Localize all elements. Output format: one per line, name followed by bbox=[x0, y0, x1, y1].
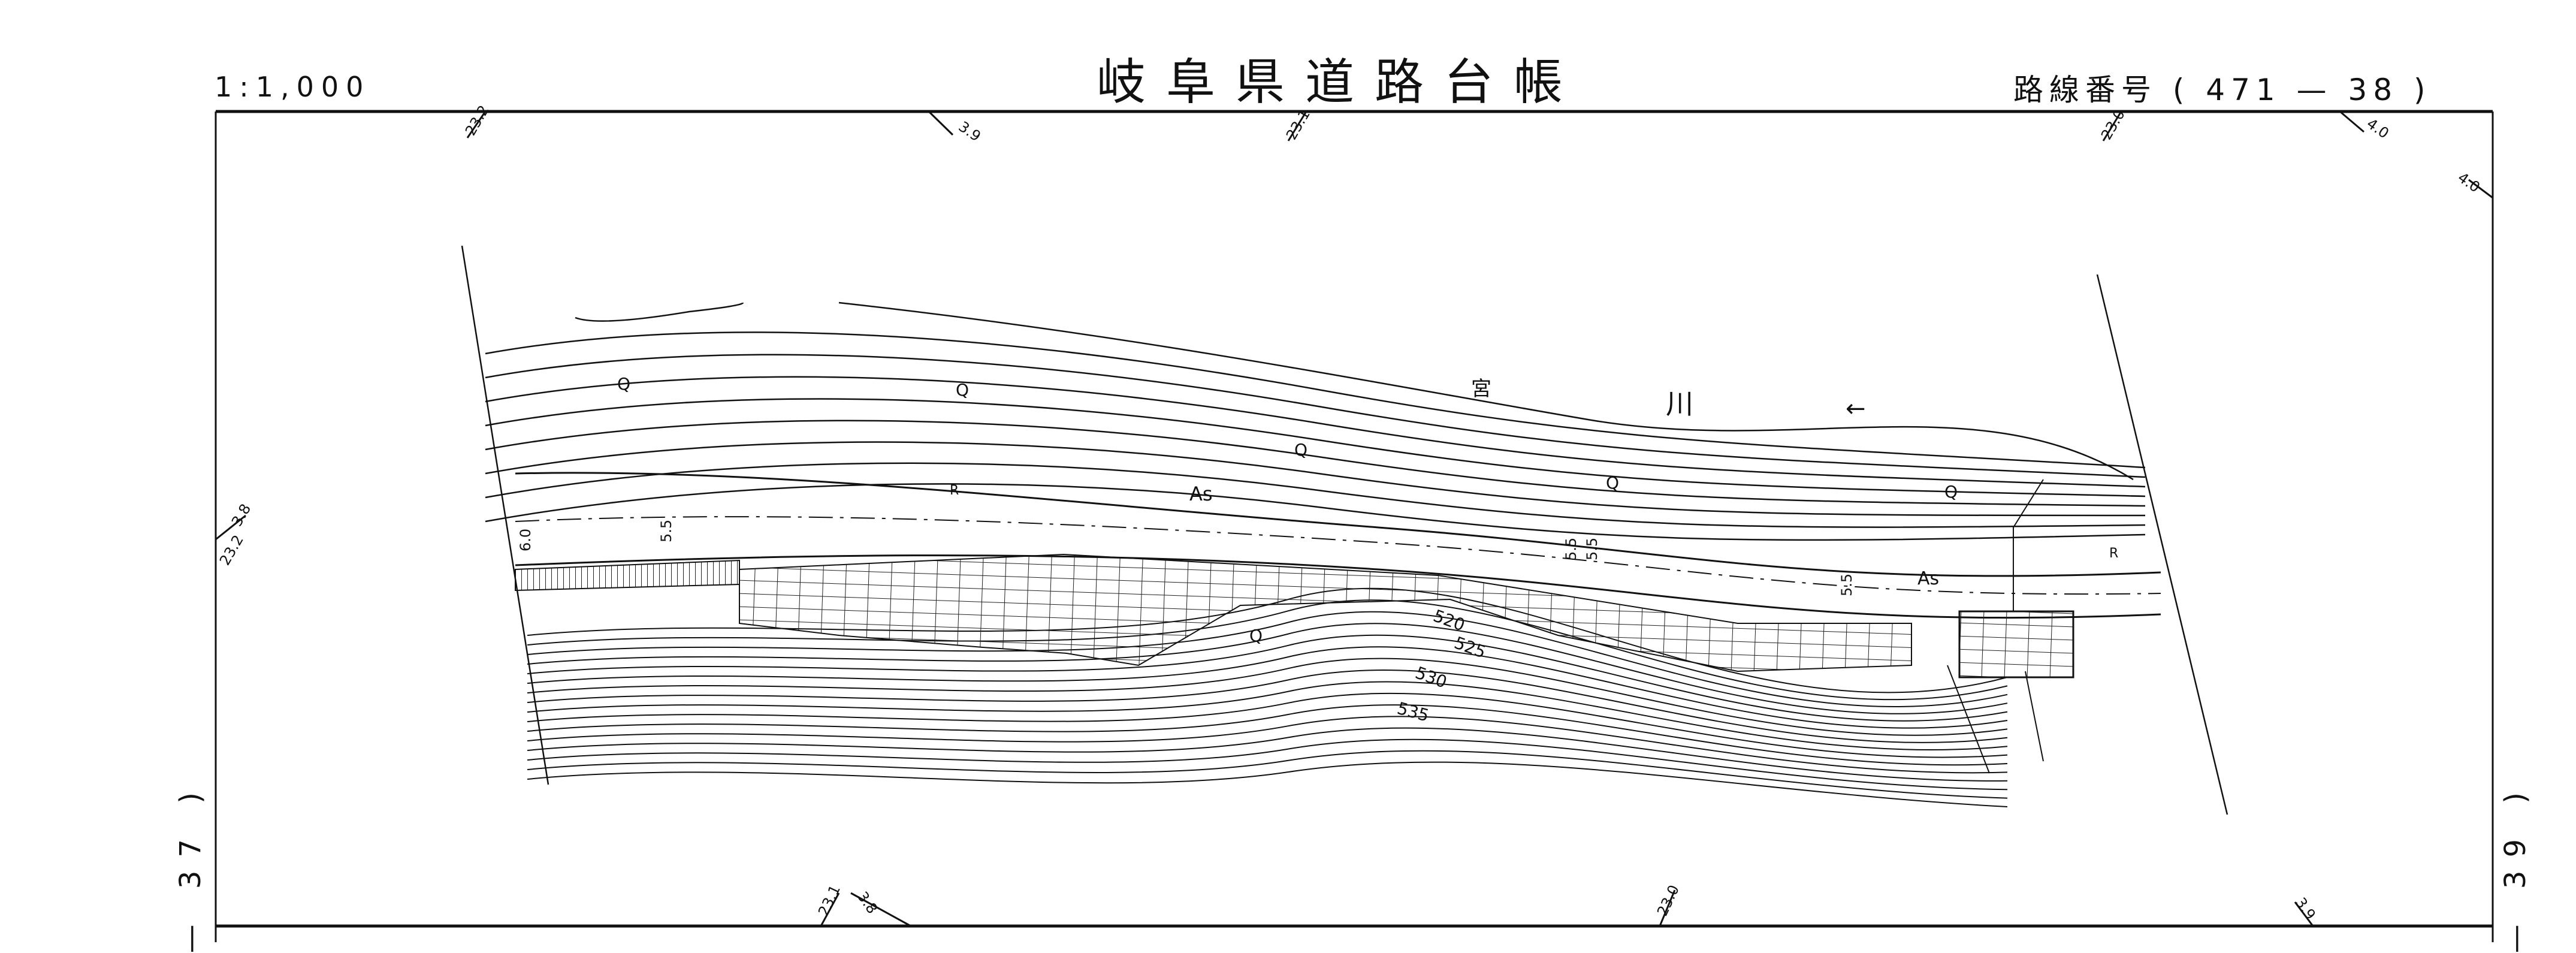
border-ticks bbox=[215, 110, 2493, 927]
slope-contours bbox=[527, 587, 2008, 807]
tick-top-2: 3.9 bbox=[956, 118, 984, 145]
label-r: R bbox=[950, 483, 959, 498]
river-contour-line bbox=[485, 483, 2146, 541]
label-q: Q bbox=[1944, 482, 1958, 502]
tick-left-2: 3.8 bbox=[228, 501, 254, 529]
slope-contour-line bbox=[527, 599, 2008, 701]
width-label: 5.5 bbox=[658, 520, 675, 542]
map-labels: 宮 川 ← Q Q Q Q Q Q As As R R 5.5 5.5 5.5 … bbox=[517, 374, 2118, 726]
slope-contour-line bbox=[527, 750, 2008, 799]
slope-contour-line bbox=[527, 646, 2008, 729]
river-contour-line bbox=[575, 301, 744, 322]
river-name-2: 川 bbox=[1666, 388, 1693, 420]
route-number-value: ( 471 — 38 ) bbox=[2172, 73, 2432, 107]
river-contour-line bbox=[485, 376, 2146, 488]
slope-contour-line bbox=[527, 761, 2008, 807]
tick-top-5: 4.0 bbox=[2364, 115, 2392, 142]
tick-bottom-4: 3.9 bbox=[2292, 894, 2319, 922]
label-r: R bbox=[2109, 546, 2118, 561]
width-label: 5.5 bbox=[1563, 538, 1580, 560]
tick-left-1: 23.2 bbox=[216, 532, 247, 568]
sheet-frame bbox=[215, 110, 2494, 942]
map-scale: 1:1,000 bbox=[215, 71, 371, 103]
contour-label: 535 bbox=[1395, 698, 1431, 726]
slope-contour-line bbox=[527, 727, 2008, 782]
slope-contour-line bbox=[527, 669, 2008, 743]
road-edge-hatch bbox=[515, 559, 740, 592]
label-q: Q bbox=[956, 380, 969, 400]
sheet-boundary-lines bbox=[461, 245, 2228, 815]
width-label: 6.0 bbox=[517, 529, 534, 551]
page-title: 岐阜県道路台帳 bbox=[1097, 54, 1584, 111]
route-number: 路線番号 ( 471 — 38 ) bbox=[2013, 66, 2432, 109]
border-tick-labels: 23.2 3.9 23.1 23.0 4.0 4.0 23.2 3.8 23.1… bbox=[216, 102, 2483, 923]
tick-bottom-2: 3.8 bbox=[854, 888, 881, 916]
contour-label: 525 bbox=[1452, 633, 1489, 662]
width-label: 5.5 bbox=[1838, 574, 1855, 596]
slope-contour-line bbox=[527, 634, 2008, 722]
slope-contour-line bbox=[527, 716, 2008, 774]
slope-contour-line bbox=[527, 704, 2008, 766]
stream bbox=[1947, 479, 2044, 774]
label-q: Q bbox=[1249, 626, 1263, 646]
retaining-wall-area bbox=[739, 553, 1912, 672]
contour-label: 530 bbox=[1413, 663, 1450, 692]
river-contour-line bbox=[485, 420, 2146, 507]
flow-arrow-icon: ← bbox=[1846, 395, 1866, 423]
river-contour-line bbox=[485, 441, 2146, 517]
width-label: 5.5 bbox=[1584, 538, 1600, 560]
route-label: 路線番号 bbox=[2013, 73, 2157, 107]
label-q: Q bbox=[1294, 440, 1307, 460]
slope-contour-line bbox=[527, 611, 2008, 707]
slope-contour-line bbox=[527, 738, 2008, 791]
slope-contour-line bbox=[527, 692, 2008, 758]
slope-contour-line bbox=[527, 623, 2008, 714]
tick-bottom-1: 23.1 bbox=[815, 882, 844, 918]
tick-top-6: 4.0 bbox=[2455, 169, 2483, 196]
contour-label: 520 bbox=[1431, 606, 1468, 635]
road bbox=[515, 472, 2161, 619]
slope-contour-line bbox=[527, 658, 2008, 736]
label-q: Q bbox=[1606, 473, 1619, 493]
river-contour-line bbox=[838, 301, 2134, 481]
label-asphalt: As bbox=[1189, 482, 1213, 505]
culvert-structure bbox=[1958, 610, 2074, 678]
tick-bottom-3: 23.0 bbox=[1654, 882, 1683, 918]
label-q: Q bbox=[617, 374, 630, 394]
slope-contour-line bbox=[527, 681, 2008, 751]
river-contour-line bbox=[485, 331, 2146, 469]
river-name-1: 宮 bbox=[1471, 377, 1491, 401]
river-contour-line bbox=[485, 462, 2146, 528]
river-contours bbox=[485, 301, 2146, 541]
river-contour-line bbox=[485, 398, 2146, 497]
tick-top-1: 23.2 bbox=[462, 102, 493, 138]
label-asphalt: As bbox=[1917, 568, 1939, 589]
river-contour-line bbox=[485, 354, 2146, 478]
